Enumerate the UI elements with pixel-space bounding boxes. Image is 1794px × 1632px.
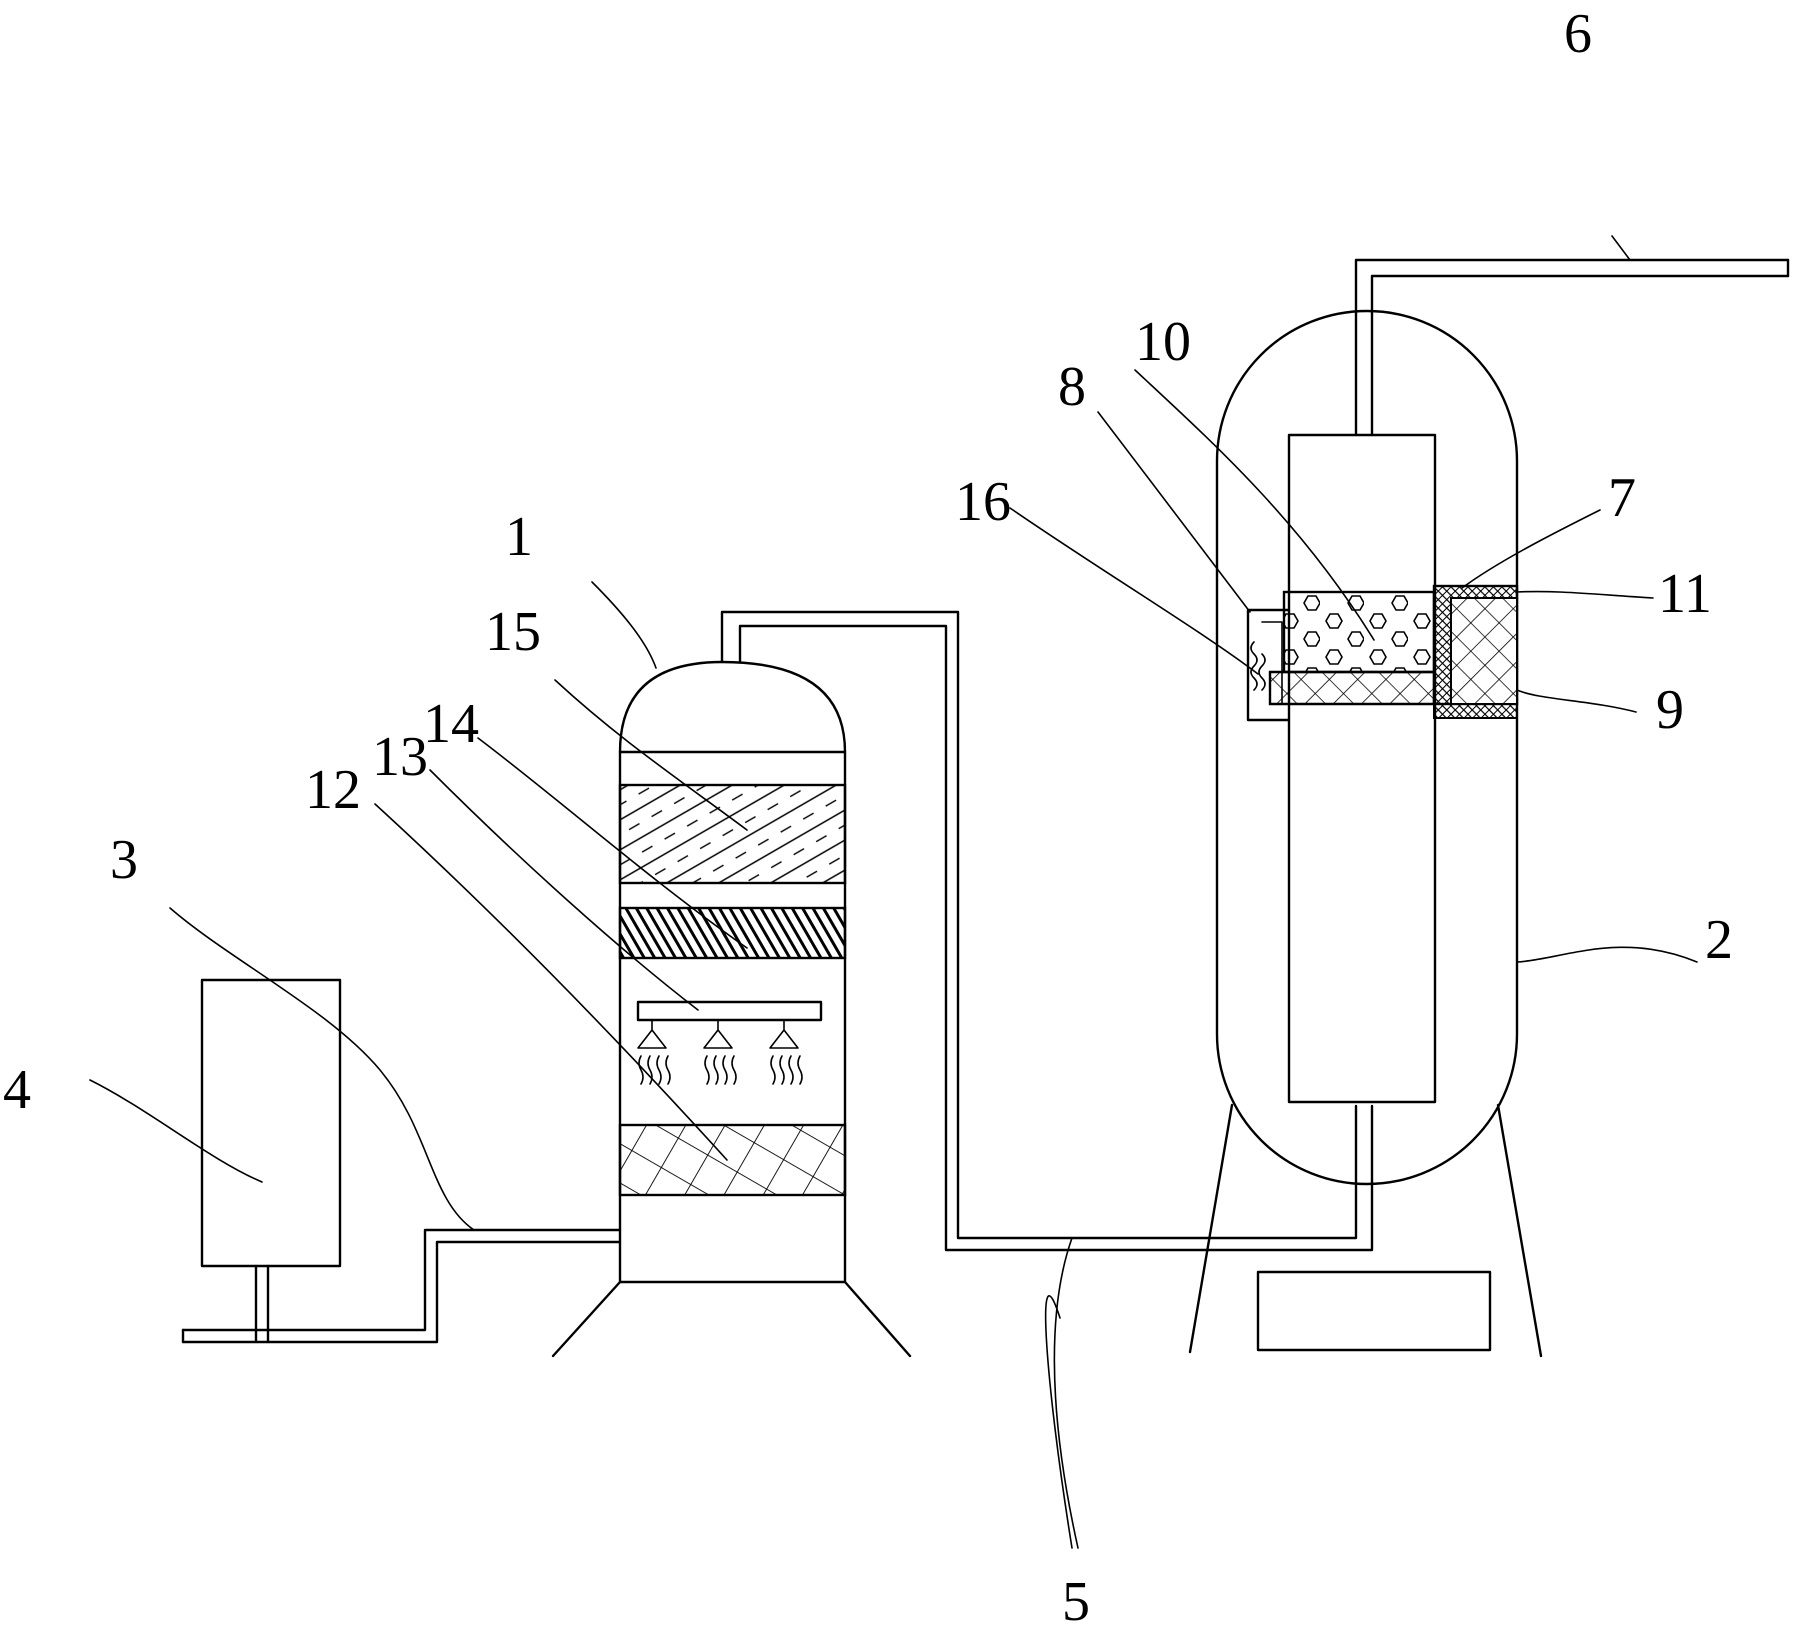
label-1: 1: [505, 506, 533, 568]
label-4: 4: [3, 1059, 31, 1121]
leader-lines: [89, 235, 1698, 1549]
label-13: 13: [372, 726, 428, 788]
label-10: 10: [1135, 311, 1191, 373]
label-8: 8: [1058, 356, 1086, 418]
label-3: 3: [110, 829, 138, 891]
label-15: 15: [485, 601, 541, 663]
label-2: 2: [1705, 909, 1733, 971]
spring-16: [1250, 641, 1258, 691]
label-6: 6: [1564, 3, 1592, 65]
bracket-8: [1246, 608, 1291, 722]
spray-nozzles: [637, 1019, 799, 1049]
spray-droplets: [638, 1055, 803, 1085]
label-16: 16: [955, 471, 1011, 533]
label-11: 11: [1658, 563, 1712, 625]
seal-block-11: [1450, 597, 1518, 705]
label-14: 14: [423, 693, 479, 755]
filter-cartridge-10: [1282, 590, 1436, 674]
base-box: [1256, 1270, 1492, 1352]
connecting-pipe: [720, 610, 1374, 1252]
reactor-vessel: [1188, 258, 1790, 1358]
label-9: 9: [1656, 679, 1684, 741]
scrubber-tower: [551, 660, 912, 1358]
label-7: 7: [1608, 467, 1636, 529]
filter-layer-15: [618, 783, 847, 885]
inlet-pipe: [181, 1228, 622, 1344]
labels: 1 2 3 4 5 6 7 8 9 10 11 12 13 14 15 16: [3, 3, 1733, 1632]
spray-bar: [636, 1000, 823, 1022]
support-plate-9: [1268, 670, 1436, 706]
label-5: 5: [1062, 1571, 1090, 1632]
label-12: 12: [305, 759, 361, 821]
filter-layer-14: [618, 906, 847, 960]
packing-layer-12: [618, 1123, 847, 1197]
